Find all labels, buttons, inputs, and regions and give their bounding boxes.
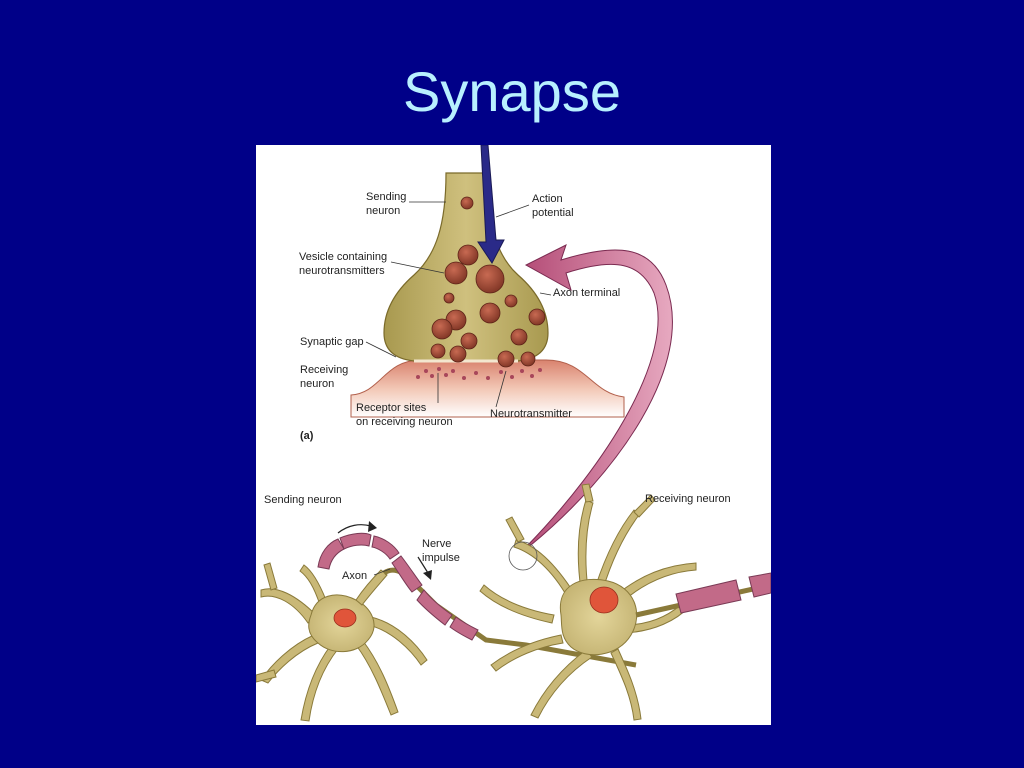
label-action-potential-1: Action [532, 193, 563, 205]
action-potential-arrow [477, 145, 505, 264]
label-axon: Axon [342, 570, 367, 582]
label-nerve-impulse-2: impulse [422, 552, 460, 564]
impulse-arrow-side [417, 556, 429, 574]
label-sending-neuron-2: neuron [366, 205, 400, 217]
svg-text:Axon: Axon [342, 570, 367, 582]
impulse-arrowhead-side [423, 570, 432, 580]
svg-text:(a): (a) [300, 430, 314, 442]
leader-lines-a [365, 201, 552, 408]
label-receiving-neuron-1: Receiving [300, 364, 348, 376]
svg-text:Synaptic gap: Synaptic gap [300, 336, 364, 348]
svg-text:neuron: neuron [366, 205, 400, 217]
svg-text:potential: potential [532, 207, 574, 219]
label-axon-terminal: Axon terminal [553, 287, 620, 299]
svg-text:Receptor sites: Receptor sites [356, 402, 427, 414]
impulse-arrowhead-top [368, 521, 377, 532]
svg-text:Action: Action [532, 193, 563, 205]
svg-text:impulse: impulse [422, 552, 460, 564]
receiving-nucleus [589, 586, 619, 614]
label-action-potential-2: potential [532, 207, 574, 219]
synapse-highlight-circle [508, 541, 538, 571]
receiving-neuron [479, 483, 697, 721]
svg-text:on receiving neuron: on receiving neuron [356, 416, 453, 428]
label-receptor-sites-2: on receiving neuron [356, 416, 453, 428]
svg-text:neurotransmitters: neurotransmitters [299, 265, 385, 277]
sending-nucleus [333, 608, 357, 628]
vesicles [430, 196, 546, 368]
svg-text:Sending neuron: Sending neuron [264, 494, 342, 506]
synapse-diagram: Sending neuron Action potential Vesicle … [256, 145, 771, 722]
svg-text:Receiving neuron: Receiving neuron [645, 493, 731, 505]
label-receptor-sites-1: Receptor sites [356, 402, 427, 414]
label-receiving-neuron-2: neuron [300, 378, 334, 390]
sending-axon [317, 532, 637, 668]
receiving-axon [635, 572, 771, 618]
slide-title: Synapse [403, 60, 621, 123]
sending-neuron [256, 562, 428, 722]
label-nerve-impulse-1: Nerve [422, 538, 451, 550]
zoom-arrow [524, 244, 673, 548]
svg-text:Sending: Sending [366, 191, 406, 203]
label-sending-neuron-1: Sending [366, 191, 406, 203]
receiving-membrane [350, 359, 625, 418]
svg-text:Nerve: Nerve [422, 538, 451, 550]
label-synaptic-gap: Synaptic gap [300, 336, 364, 348]
label-receiving-neuron-lower: Receiving neuron [645, 493, 731, 505]
neurotransmitter-dots [416, 367, 542, 380]
label-sending-neuron-lower: Sending neuron [264, 494, 342, 506]
leader-lines-b [373, 568, 391, 576]
svg-text:neuron: neuron [300, 378, 334, 390]
label-vesicle-2: neurotransmitters [299, 265, 385, 277]
label-part-a: (a) [300, 430, 314, 442]
svg-text:Axon terminal: Axon terminal [553, 287, 620, 299]
impulse-arrow-top [337, 524, 372, 534]
svg-text:Vesicle containing: Vesicle containing [299, 251, 387, 263]
svg-text:Receiving: Receiving [300, 364, 348, 376]
label-neurotransmitter: Neurotransmitter [490, 408, 572, 420]
svg-text:Neurotransmitter: Neurotransmitter [490, 408, 572, 420]
synapse-figure: Sending neuron Action potential Vesicle … [256, 145, 771, 725]
label-vesicle-1: Vesicle containing [299, 251, 387, 263]
